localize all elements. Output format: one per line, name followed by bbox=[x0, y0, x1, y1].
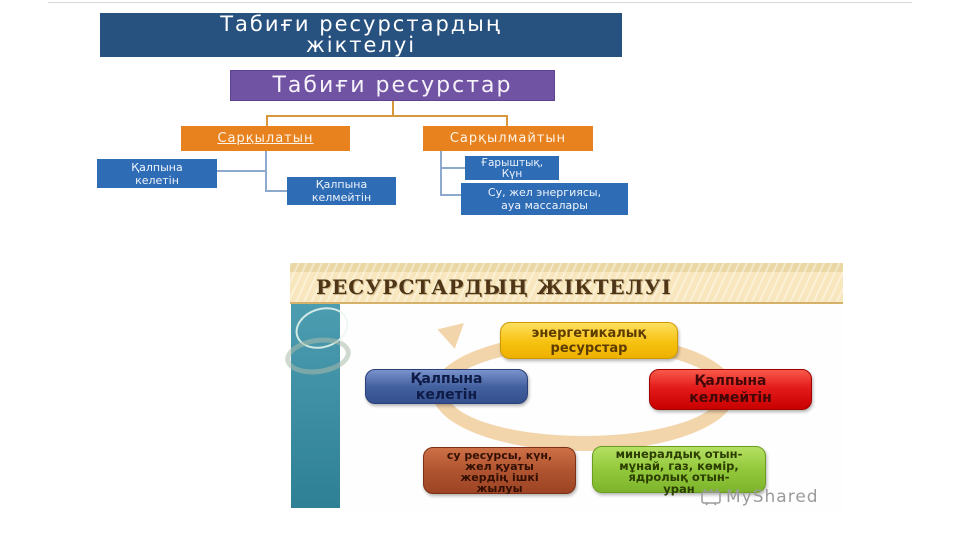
embedded-slide-image: РЕСУРСТАРДЫҢ ЖІКТЕЛУІ энергетикалық ресу… bbox=[282, 263, 843, 512]
org-branch-exhaustible-label: Сарқылатын bbox=[217, 131, 314, 146]
connector-line bbox=[442, 194, 461, 196]
decorative-ring bbox=[282, 333, 354, 379]
connector-line bbox=[506, 115, 508, 126]
top-border-line bbox=[48, 2, 912, 3]
bottom-diagram-title: РЕСУРСТАРДЫҢ ЖІКТЕЛУІ bbox=[316, 275, 672, 299]
org-root-node: Табиғи ресурстар bbox=[230, 70, 555, 101]
cycle-node-energy-resources: энергетикалық ресурстар bbox=[500, 322, 678, 359]
org-leaf-renewable: Қалпына келетін bbox=[97, 159, 217, 188]
cycle-arrowhead-icon bbox=[437, 313, 473, 349]
connector-line bbox=[266, 115, 508, 117]
slide-sidebar-bar bbox=[282, 300, 354, 508]
tv-icon bbox=[701, 488, 721, 506]
banner-stripe-pattern bbox=[290, 263, 843, 302]
watermark-text: MyShared bbox=[726, 487, 819, 507]
connector-line bbox=[442, 167, 465, 169]
slide-banner: РЕСУРСТАРДЫҢ ЖІКТЕЛУІ bbox=[290, 263, 843, 304]
watermark: MyShared bbox=[700, 487, 819, 507]
top-diagram-title: Табиғи ресурстардың жіктелуі bbox=[100, 13, 622, 57]
connector-line bbox=[267, 190, 287, 192]
org-branch-exhaustible: Сарқылатын bbox=[181, 126, 350, 151]
cycle-node-mineral-fuel: минералдық отын- мұнай, газ, көмір, ядро… bbox=[592, 446, 766, 494]
connector-line bbox=[440, 151, 442, 196]
cycle-node-water-sun-wind: су ресурсы, күн, жел қуаты жердің ішкі ж… bbox=[423, 447, 576, 494]
org-branch-inexhaustible: Сарқылмайтын bbox=[423, 126, 593, 151]
cycle-node-renewable: Қалпына келетін bbox=[365, 369, 528, 404]
org-leaf-water-wind-air: Су, жел энергиясы, ауа массалары bbox=[461, 183, 628, 215]
cycle-node-nonrenewable: Қалпына келмейтін bbox=[649, 369, 812, 410]
connector-line bbox=[217, 170, 265, 172]
org-leaf-cosmic-sun: Ғарыштық, Күн bbox=[465, 156, 559, 180]
connector-line bbox=[266, 115, 268, 126]
banner-top-strip bbox=[290, 263, 843, 272]
connector-line bbox=[392, 101, 394, 115]
connector-line bbox=[265, 151, 267, 192]
org-leaf-nonrenewable: Қалпына келмейтін bbox=[287, 177, 396, 205]
